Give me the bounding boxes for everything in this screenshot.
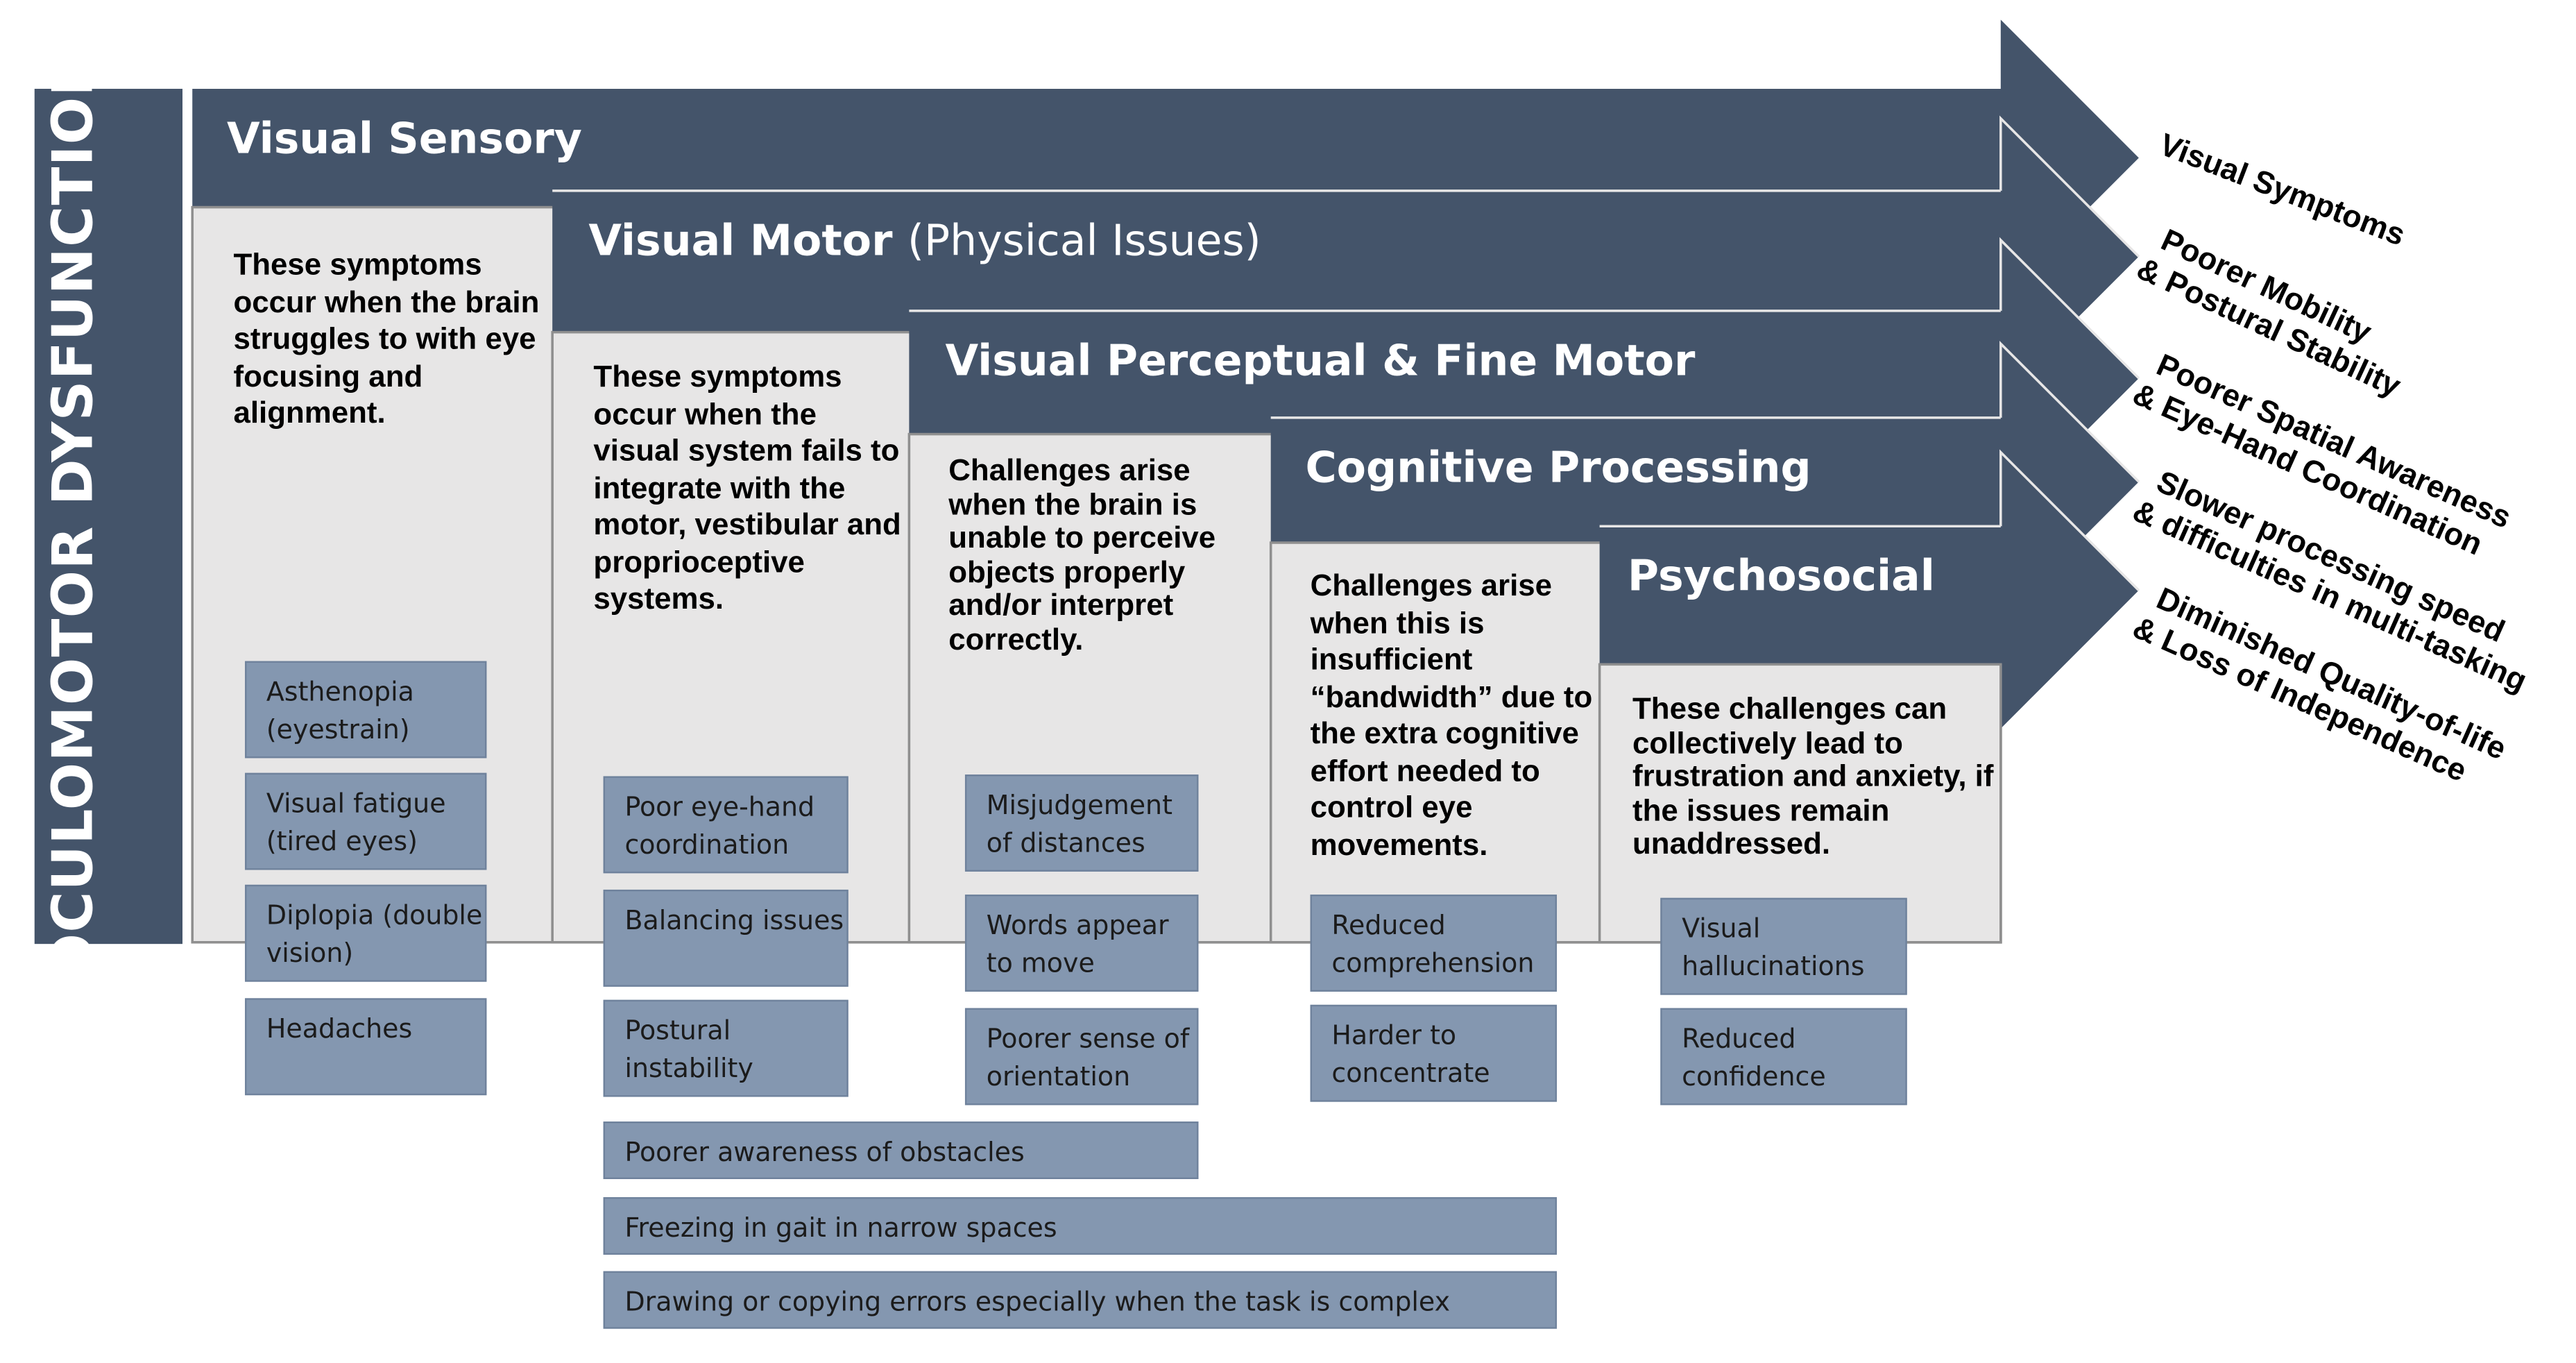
description-visual-perceptual: Challenges arise when the brain is unabl… — [948, 452, 1216, 656]
description-visual-sensory: These symptoms occur when the brain stru… — [233, 246, 540, 430]
sidebar-band — [34, 88, 183, 945]
stage-title-visual-perceptual: Visual Perceptual & Fine Motor — [945, 337, 1696, 387]
symptom-chip: Poorer sense of orientation — [964, 1008, 1199, 1106]
symptom-chip: Diplopia (double vision) — [245, 884, 487, 982]
description-psychosocial: These challenges can collectively lead t… — [1632, 691, 1994, 861]
band-arrow-5 — [1599, 452, 2139, 729]
symptom-chip: Visual hallucinations — [1660, 897, 1907, 995]
panel-5 — [1598, 663, 2002, 944]
symptom-chip: Visual fatigue (tired eyes) — [245, 772, 487, 870]
shared-symptom-chip: Freezing in gait in narrow spaces — [603, 1197, 1558, 1255]
stage-title-visual-motor: Visual Motor (Physical Issues) — [588, 217, 1261, 266]
sidebar-label: OCULOMOTOR DYSFUNCTION — [41, 48, 108, 981]
stage-title-visual-sensory: Visual Sensory — [227, 115, 582, 164]
symptom-chip: Balancing issues — [603, 889, 848, 987]
symptom-chip: Misjudgement of distances — [964, 774, 1199, 872]
description-cognitive: Challenges arise when this is insufficie… — [1310, 567, 1593, 861]
symptom-chip: Reduced comprehension — [1310, 895, 1558, 992]
symptom-chip: Reduced confidence — [1660, 1008, 1907, 1106]
description-visual-motor: These symptoms occur when the visual sys… — [593, 358, 901, 616]
band-arrow-4 — [1270, 344, 2139, 620]
symptom-chip: Harder to concentrate — [1310, 1004, 1558, 1102]
symptom-chip: Headaches — [245, 998, 487, 1096]
stage-subtitle-visual-motor: (Physical Issues) — [907, 217, 1261, 266]
band-arrow-3 — [909, 239, 2139, 517]
symptom-chip: Postural instability — [603, 999, 848, 1097]
shared-symptom-chip: Drawing or copying errors especially whe… — [603, 1271, 1558, 1329]
shared-symptom-chip: Poorer awareness of obstacles — [603, 1121, 1199, 1180]
band-arrow-1 — [192, 19, 2139, 296]
symptom-chip: Asthenopia (eyestrain) — [245, 661, 487, 759]
stage-title-psychosocial: Psychosocial — [1627, 552, 1935, 602]
symptom-chip: Words appear to move — [964, 895, 1199, 992]
stage-title-cognitive-processing: Cognitive Processing — [1305, 443, 1811, 493]
symptom-chip: Poor eye-hand coordination — [603, 776, 848, 874]
